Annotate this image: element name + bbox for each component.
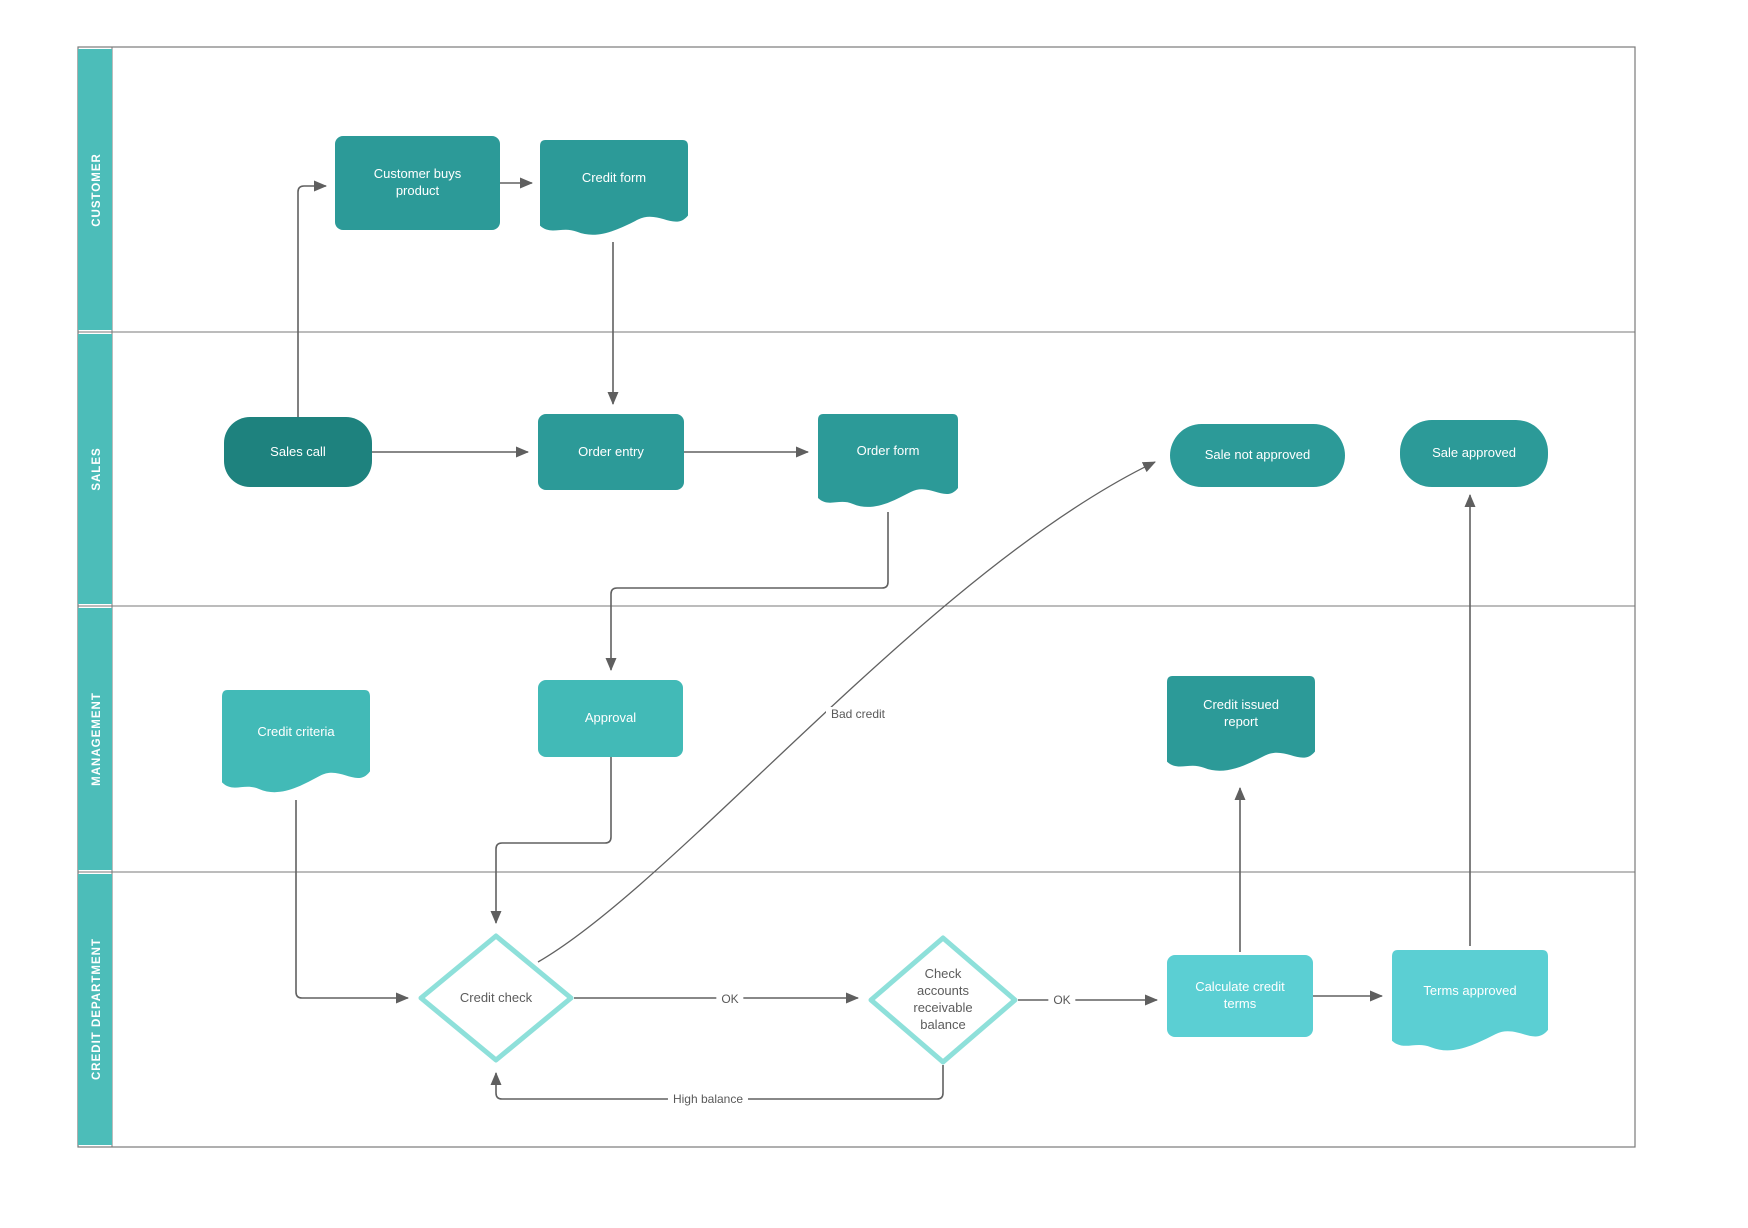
node-label: Credit criteria bbox=[257, 723, 335, 739]
lane-strip-credit-department bbox=[78, 874, 112, 1145]
decision-shape bbox=[868, 935, 1018, 1065]
node-label: Sale not approved bbox=[1204, 447, 1311, 463]
lane-header-strips bbox=[78, 49, 112, 1145]
node-label: Customer buys product bbox=[373, 166, 462, 198]
node-order-entry[interactable]: Order entry bbox=[538, 414, 684, 490]
edge-label-ok-balance: OK bbox=[1048, 993, 1076, 1007]
node-check-accounts-receivable-balance[interactable]: Check accounts receivable balance bbox=[868, 935, 1018, 1065]
node-sale-approved[interactable]: Sale approved bbox=[1400, 420, 1548, 487]
lane-label-sales: SALES bbox=[91, 447, 103, 490]
document-shape bbox=[1167, 676, 1315, 771]
edge-label-ok-credit-check: OK bbox=[716, 992, 744, 1006]
decision-shape bbox=[418, 933, 574, 1063]
lane-label-management: MANAGEMENT bbox=[91, 692, 103, 786]
node-order-form[interactable]: Order form bbox=[818, 414, 958, 514]
node-credit-form[interactable]: Credit form bbox=[540, 140, 688, 242]
connector-bad-credit-to-sale-not-approved bbox=[537, 461, 1156, 963]
node-credit-criteria[interactable]: Credit criteria bbox=[222, 690, 370, 800]
node-label: Terms approved bbox=[1423, 982, 1517, 998]
lane-strip-customer bbox=[78, 49, 112, 330]
node-sales-call[interactable]: Sales call bbox=[224, 417, 372, 487]
node-label: Order form bbox=[856, 442, 920, 458]
node-label: Credit issued report bbox=[1203, 697, 1279, 729]
edge-label-bad-credit: Bad credit bbox=[825, 707, 891, 721]
node-label: Approval bbox=[584, 710, 637, 726]
node-credit-check[interactable]: Credit check bbox=[418, 933, 574, 1063]
node-label: Sales call bbox=[270, 443, 326, 459]
node-credit-issued-report[interactable]: Credit issued report bbox=[1167, 676, 1315, 778]
node-terms-approved[interactable]: Terms approved bbox=[1392, 950, 1548, 1058]
connector-sales-call-to-customer-buys-product bbox=[297, 180, 327, 417]
node-label: Check accounts receivable balance bbox=[913, 966, 973, 1032]
connector-order-form-to-approval bbox=[605, 512, 889, 671]
node-sale-not-approved[interactable]: Sale not approved bbox=[1170, 424, 1345, 487]
document-shape bbox=[540, 140, 688, 235]
connectors bbox=[295, 177, 1476, 1100]
connector-credit-criteria-to-credit-check bbox=[295, 800, 409, 1004]
node-label: Calculate credit terms bbox=[1195, 979, 1285, 1011]
lane-strip-management bbox=[78, 608, 112, 870]
document-shape bbox=[818, 414, 958, 507]
lane-label-customer: CUSTOMER bbox=[91, 153, 103, 227]
lane-strip-sales bbox=[78, 334, 112, 604]
connector-approval-to-credit-check bbox=[490, 757, 612, 924]
node-customer-buys-product[interactable]: Customer buys product bbox=[335, 136, 500, 230]
lane-label-credit-department: CREDIT DEPARTMENT bbox=[91, 938, 103, 1080]
document-shape bbox=[1392, 950, 1548, 1051]
node-label: Credit check bbox=[459, 989, 533, 1005]
node-label: Credit form bbox=[581, 169, 647, 185]
node-label: Order entry bbox=[578, 443, 644, 459]
node-approval[interactable]: Approval bbox=[538, 680, 683, 757]
node-calculate-credit-terms[interactable]: Calculate credit terms bbox=[1167, 955, 1313, 1037]
edge-label-high-balance: High balance bbox=[667, 1092, 749, 1106]
document-shape bbox=[222, 690, 370, 793]
node-label: Sale approved bbox=[1432, 445, 1516, 461]
